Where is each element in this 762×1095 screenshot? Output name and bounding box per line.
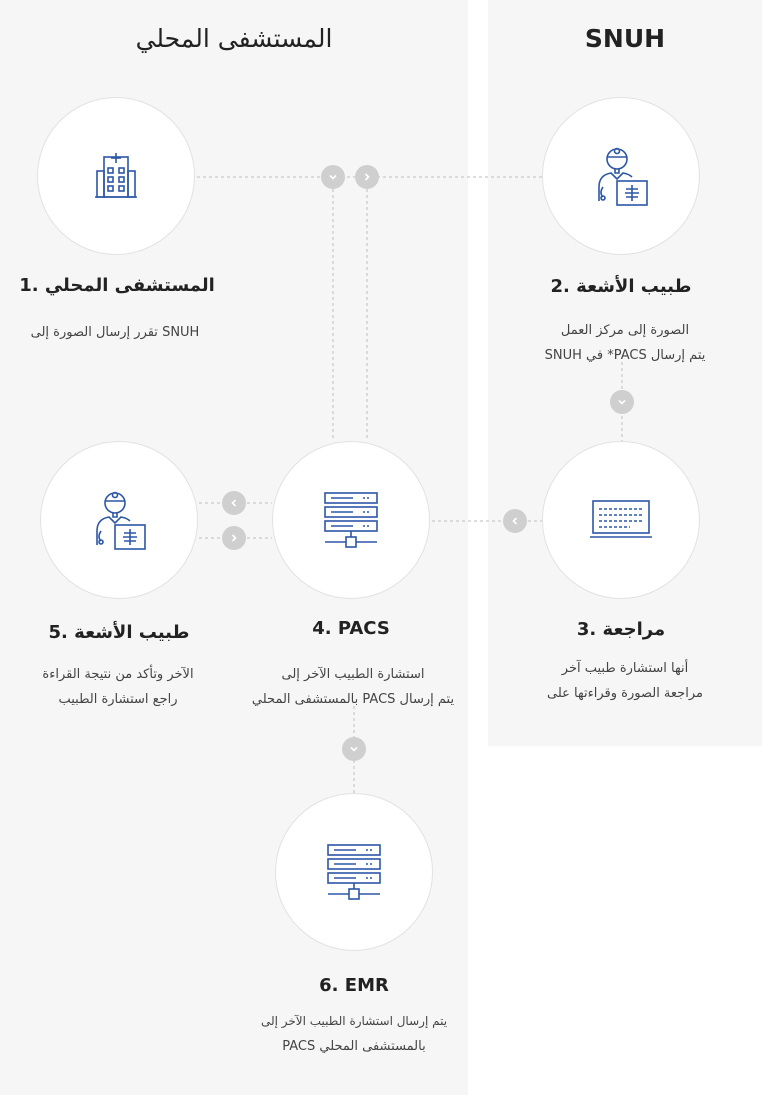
arrow-right-icon: [355, 165, 379, 189]
step1-desc: تقرر إرسال الصورة إلى SNUH: [0, 320, 230, 345]
arrow-down-icon: [342, 737, 366, 761]
arrow-down-icon: [610, 390, 634, 414]
step4-circle: [272, 441, 430, 599]
step5-desc-line2: راجع استشارة الطبيب: [58, 692, 178, 707]
step3-desc-line2: مراجعة الصورة وقراءتها على: [547, 686, 703, 701]
step3-desc-line1: أنها استشارة طبيب آخر: [561, 661, 689, 676]
step3-circle: [542, 441, 700, 599]
hospital-icon: [95, 153, 137, 198]
monitor-icon: [590, 500, 652, 538]
step3-desc: أنها استشارة طبيب آخر مراجعة الصورة وقرا…: [500, 656, 750, 706]
step6-desc-line1: يتم إرسال استشارة الطبيب الآخر إلى: [260, 1014, 448, 1028]
server-icon: [327, 844, 381, 900]
step5-desc: الآخر وتأكد من نتيجة القراءة راجع استشار…: [0, 662, 236, 712]
step4-title: 4. PACS: [312, 618, 390, 639]
server-icon: [324, 492, 378, 548]
step5-desc-line1: الآخر وتأكد من نتيجة القراءة: [42, 667, 194, 682]
step1-title: 1. المستشفى المحلي: [19, 275, 215, 296]
arrow-left-icon: [222, 491, 246, 515]
step5-circle: [40, 441, 198, 599]
radiologist-icon: [96, 491, 146, 550]
step2-title: 2. طبيب الأشعة: [550, 276, 692, 297]
step3-title: 3. مراجعة: [576, 619, 666, 640]
snuh-title: SNUH: [584, 24, 666, 53]
step4-desc-line1: استشارة الطبيب الآخر إلى: [281, 667, 425, 682]
step6-desc-line2: PACS بالمستشفى المحلي: [282, 1039, 426, 1054]
step2-desc-line1: الصورة إلى مركز العمل: [560, 323, 690, 338]
arrow-down-icon: [321, 165, 345, 189]
step6-desc: يتم إرسال استشارة الطبيب الآخر إلى PACS …: [229, 1009, 479, 1059]
arrow-left-icon: [503, 509, 527, 533]
arrow-right-icon: [222, 526, 246, 550]
local-hospital-title: المستشفى المحلي: [135, 24, 333, 53]
step4-desc-line2: بالمستشفى المحلي PACS يتم إرسال: [251, 692, 455, 707]
step1-circle: [37, 97, 195, 255]
step6-title: 6. EMR: [319, 975, 389, 996]
step6-circle: [275, 793, 433, 951]
radiologist-icon: [598, 147, 648, 206]
step1-desc-line1: تقرر إرسال الصورة إلى SNUH: [30, 325, 200, 340]
step2-desc: الصورة إلى مركز العمل SNUH في *PACS يتم …: [500, 318, 750, 368]
step4-desc: استشارة الطبيب الآخر إلى بالمستشفى المحل…: [228, 662, 478, 712]
step2-circle: [542, 97, 700, 255]
step5-title: 5. طبيب الأشعة: [48, 622, 190, 643]
step2-desc-line2: SNUH في *PACS يتم إرسال: [544, 348, 706, 363]
